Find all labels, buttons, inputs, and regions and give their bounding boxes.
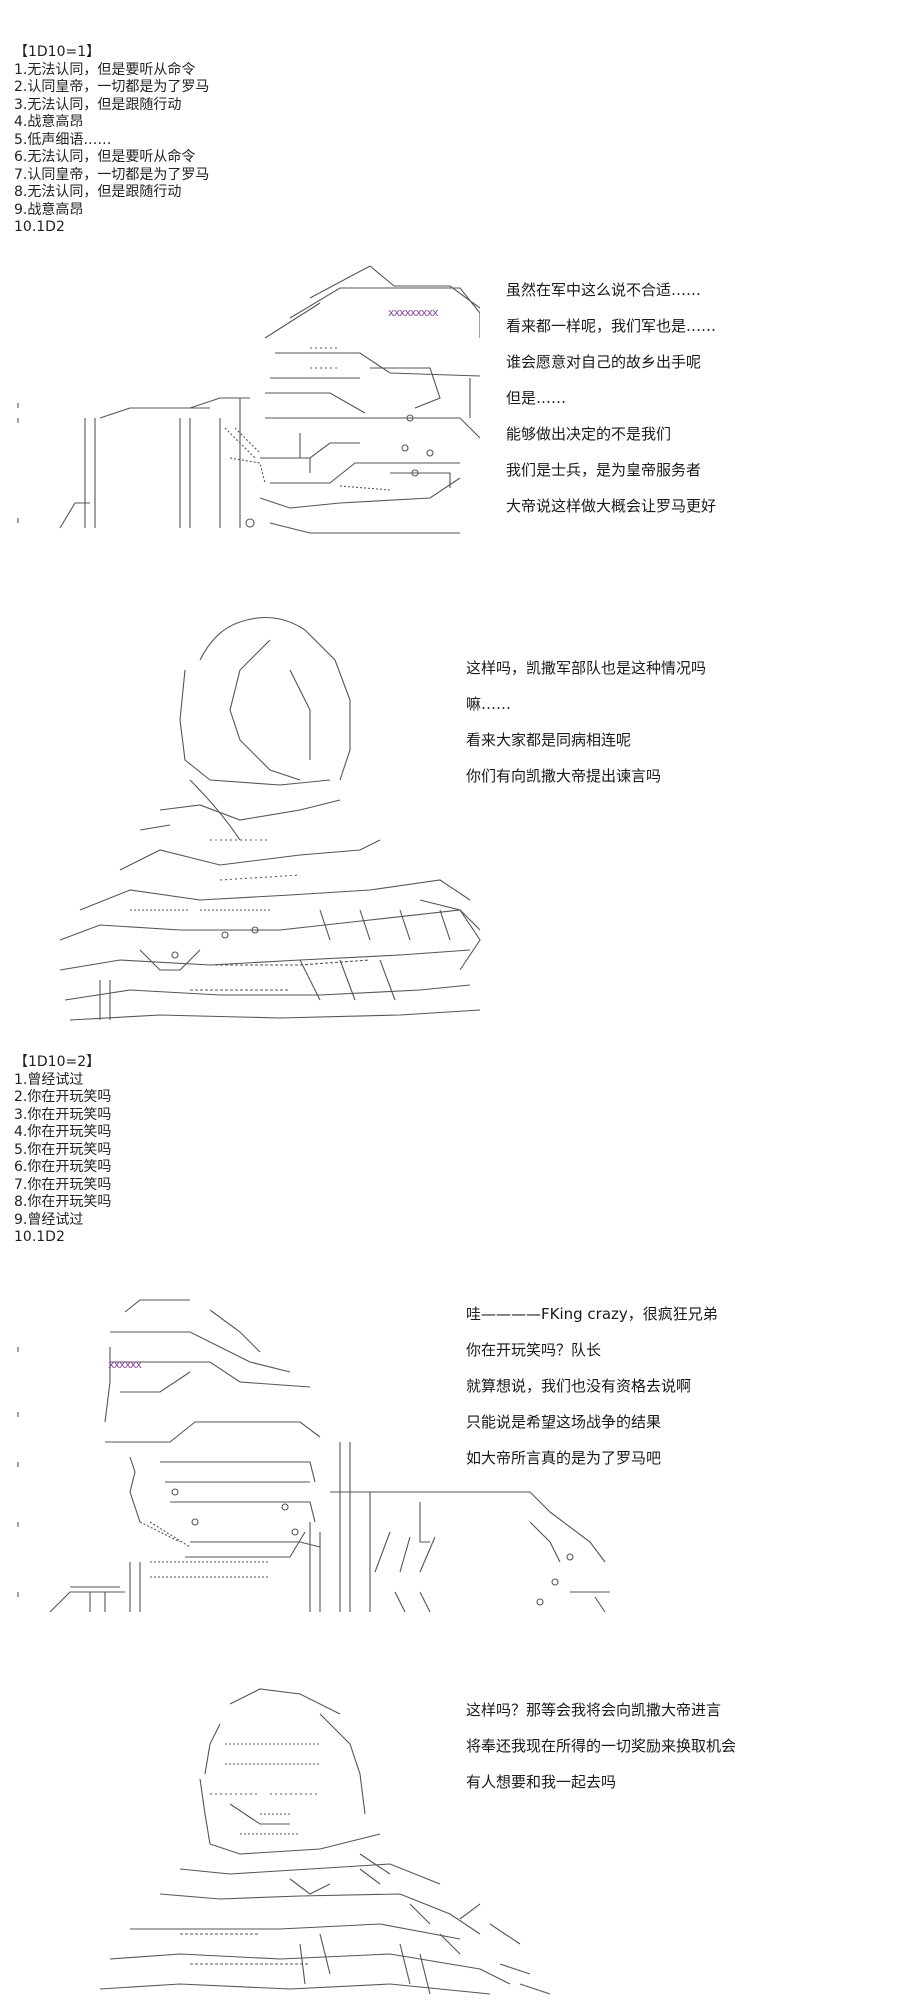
dialog-line: 有人想要和我一起去吗 xyxy=(466,1773,617,1791)
dialog-line: 将奉还我现在所得的一切奖励来换取机会 xyxy=(466,1737,737,1755)
roll-option: 7.认同皇帝，一切都是为了罗马 xyxy=(14,166,210,183)
roll-option: 2.你在开玩笑吗 xyxy=(14,1089,112,1105)
roll-option: 9.战意高昂 xyxy=(14,201,84,218)
roll-option: 9.曾经试过 xyxy=(14,1211,84,1228)
banner-text: xxxxxxxxx xyxy=(388,306,439,319)
dialog-line: 谁会愿意对自己的故乡出手呢 xyxy=(506,353,702,371)
aa-art-helmet-soldier-2 xyxy=(10,1292,620,1612)
dialog-line: 你们有向凯撒大帝提出谏言吗 xyxy=(466,767,662,785)
dialog-line: 大帝说这样做大概会让罗马更好 xyxy=(506,497,717,515)
roll-option: 3.无法认同，但是跟随行动 xyxy=(14,96,182,113)
roll-header-1: 【1D10=1】 xyxy=(14,44,101,60)
roll-header-2: 【1D10=2】 xyxy=(14,1054,101,1070)
roll-option: 1.无法认同，但是要听从命令 xyxy=(14,61,196,78)
dialog-line: 这样吗，凯撒军部队也是这种情况吗 xyxy=(466,659,707,677)
dialog-line: 只能说是希望这场战争的结果 xyxy=(466,1413,662,1431)
roll-option: 8.无法认同，但是跟随行动 xyxy=(14,184,182,200)
roll-option: 6.无法认同，但是要听从命令 xyxy=(14,149,196,165)
aa-art-helmet-soldier xyxy=(10,258,480,538)
dialog-line: 看来大家都是同病相连呢 xyxy=(466,731,632,749)
roll-option: 10.1D2 xyxy=(14,1229,65,1245)
dialog-line: 我们是士兵，是为皇帝服务者 xyxy=(506,461,702,479)
dialog-scene-4: 这样吗？那等会我将会向凯撒大帝进言 将奉还我现在所得的一切奖励来换取机会 有人想… xyxy=(466,1692,736,1800)
roll-option: 3.你在开玩笑吗 xyxy=(14,1106,112,1123)
roll-option: 5.低声细语…… xyxy=(14,131,112,148)
dialog-line: 但是…… xyxy=(506,389,567,407)
roll-list-1: 【1D10=1】 1.无法认同，但是要听从命令 2.认同皇帝，一切都是为了罗马 … xyxy=(14,44,209,237)
roll-option: 6.你在开玩笑吗 xyxy=(14,1159,112,1175)
dialog-scene-2: 这样吗，凯撒军部队也是这种情况吗 嘛…… 看来大家都是同病相连呢 你们有向凯撒大… xyxy=(466,650,706,794)
banner-text: xxxxxx xyxy=(108,1358,142,1371)
roll-list-2: 【1D10=2】 1.曾经试过 2.你在开玩笑吗 3.你在开玩笑吗 4.你在开玩… xyxy=(14,1054,111,1247)
roll-option: 1.曾经试过 xyxy=(14,1071,84,1088)
dialog-line: 嘛…… xyxy=(466,695,512,713)
roll-option: 4.你在开玩笑吗 xyxy=(14,1124,112,1140)
dialog-line: 虽然在军中这么说不合适…… xyxy=(506,281,702,299)
roll-option: 5.你在开玩笑吗 xyxy=(14,1141,112,1158)
dialog-scene-1: 虽然在军中这么说不合适…… 看来都一样呢，我们军也是…… 谁会愿意对自己的故乡出… xyxy=(506,272,716,524)
dialog-line: 能够做出决定的不是我们 xyxy=(506,425,672,443)
dialog-line: 这样吗？那等会我将会向凯撒大帝进言 xyxy=(466,1701,722,1719)
dialog-line: 看来都一样呢，我们军也是…… xyxy=(506,317,717,335)
dialog-line: 哇————FKing crazy，很疯狂兄弟 xyxy=(466,1305,718,1323)
roll-option: 7.你在开玩笑吗 xyxy=(14,1176,112,1193)
dialog-line: 如大帝所言真的是为了罗马吧 xyxy=(466,1449,662,1467)
dialog-line: 就算想说，我们也没有资格去说啊 xyxy=(466,1377,692,1395)
roll-option: 2.认同皇帝，一切都是为了罗马 xyxy=(14,79,210,95)
aa-art-hooded-figure xyxy=(40,610,490,1025)
dialog-line: 你在开玩笑吗？队长 xyxy=(466,1341,602,1359)
roll-option: 8.你在开玩笑吗 xyxy=(14,1194,112,1210)
dialog-scene-3: 哇————FKing crazy，很疯狂兄弟 你在开玩笑吗？队长 就算想说，我们… xyxy=(466,1296,718,1476)
roll-option: 4.战意高昂 xyxy=(14,114,84,130)
aa-art-hooded-caesar xyxy=(60,1684,560,2000)
roll-option: 10.1D2 xyxy=(14,219,65,235)
